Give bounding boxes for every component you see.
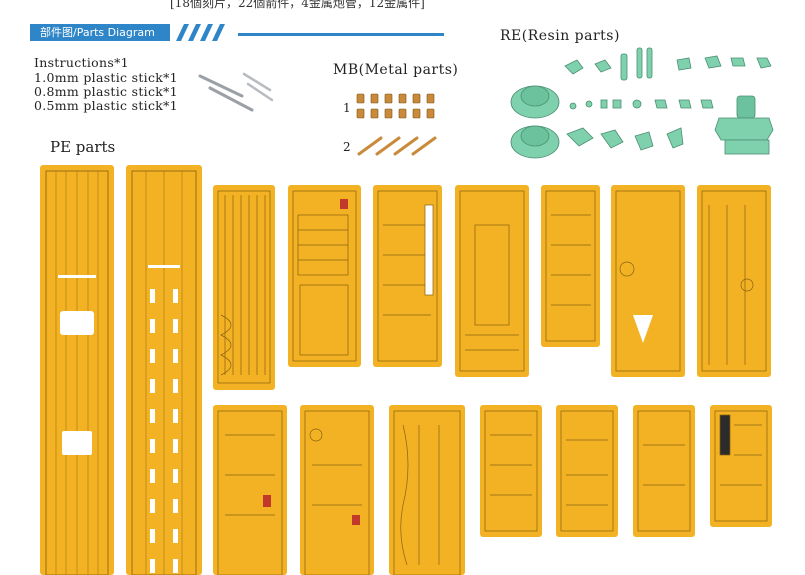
plastic-stick-05mm-label: 0.5mm plastic stick*1 [34, 98, 178, 113]
metal-fittings-image [356, 93, 435, 119]
pe-sheet-k [480, 405, 542, 537]
metal-parts-title: MB(Metal parts) [333, 62, 459, 78]
header-parts-count: [18個刻片，22個箭件，4金属炮管，12金属件] [170, 0, 425, 10]
plastic-sticks-image [198, 72, 274, 112]
pe-sheet-d [455, 185, 529, 377]
pe-sheet-g [697, 185, 771, 377]
pe-sheet-i [300, 405, 374, 575]
pe-sheet-flight-deck-1 [40, 165, 114, 575]
resin-parts-title: RE(Resin parts) [500, 28, 620, 44]
plastic-stick-08mm-label: 0.8mm plastic stick*1 [34, 84, 178, 99]
pe-sheet-l [556, 405, 618, 537]
pe-sheet-j [389, 405, 465, 575]
pe-sheet-b [288, 185, 361, 367]
parts-diagram-banner: 部件图/Parts Diagram [30, 24, 170, 41]
pe-sheet-h [213, 405, 287, 575]
header-rule [238, 33, 444, 36]
pe-sheet-n [710, 405, 772, 527]
instructions-label: Instructions*1 [34, 55, 129, 70]
pe-sheet-c [373, 185, 442, 367]
pe-sheet-a [213, 185, 275, 390]
metal-row-1-label: 1 [343, 101, 351, 115]
metal-row-2-label: 2 [343, 140, 351, 154]
pe-sheet-flight-deck-2 [126, 165, 202, 575]
pe-parts-title: PE parts [50, 138, 116, 156]
pe-sheet-e [541, 185, 600, 347]
plastic-stick-1mm-label: 1.0mm plastic stick*1 [34, 70, 178, 85]
banner-stripes-decoration [176, 24, 225, 41]
metal-barrels-image [357, 136, 437, 156]
resin-parts-image [510, 47, 774, 159]
pe-sheet-f [611, 185, 685, 377]
pe-sheet-m [633, 405, 695, 537]
